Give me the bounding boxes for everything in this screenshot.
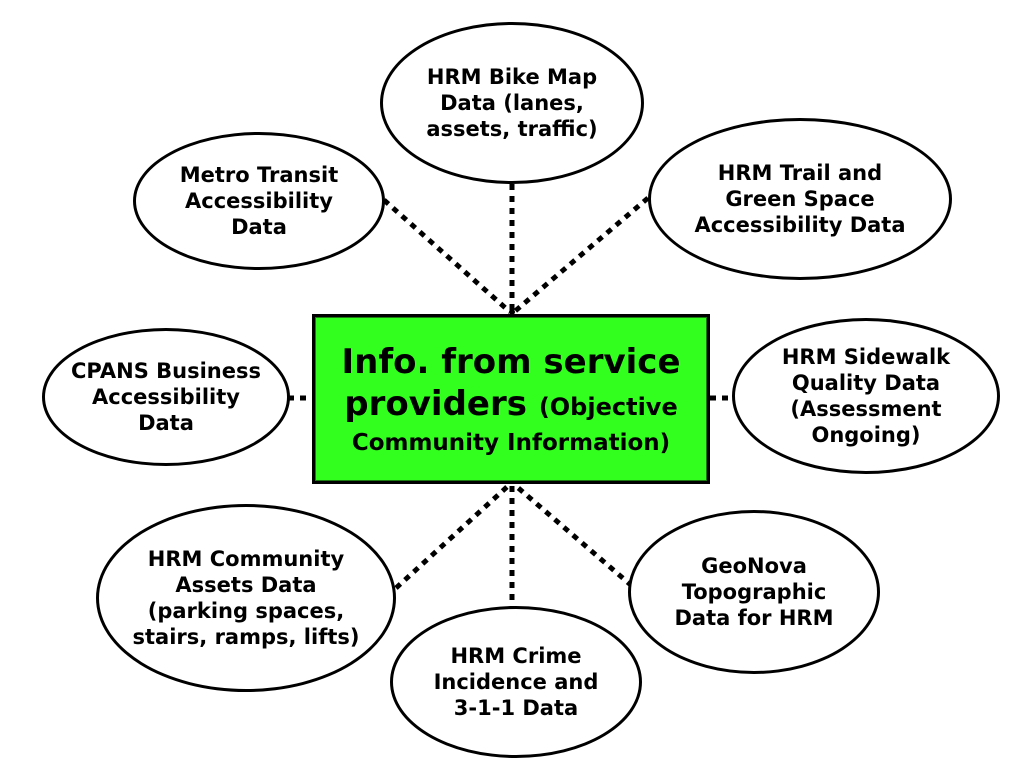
node-geonova-topographic-label: GeoNova Topographic Data for HRM xyxy=(674,554,834,630)
center-title-providers: providers xyxy=(344,383,527,424)
connector-community-assets xyxy=(394,484,510,590)
node-hrm-community-assets: HRM Community Assets Data (parking space… xyxy=(96,504,396,692)
center-box: Info. from service providers (Objective … xyxy=(312,314,710,484)
node-geonova-topographic: GeoNova Topographic Data for HRM xyxy=(628,510,880,674)
node-hrm-bike-map-label: HRM Bike Map Data (lanes, assets, traffi… xyxy=(426,65,598,141)
node-hrm-community-assets-label: HRM Community Assets Data (parking space… xyxy=(132,547,360,649)
node-hrm-crime-label: HRM Crime Incidence and 3-1-1 Data xyxy=(433,644,599,720)
node-cpans-business-label: CPANS Business Accessibility Data xyxy=(71,359,261,435)
node-metro-transit: Metro Transit Accessibility Data xyxy=(133,132,385,270)
center-title-line2: providers (Objective xyxy=(344,383,677,428)
center-subtitle-end: Community Information) xyxy=(351,429,671,456)
center-subtitle-start: (Objective xyxy=(538,392,678,421)
node-hrm-crime: HRM Crime Incidence and 3-1-1 Data xyxy=(390,606,642,758)
connector-metro-transit xyxy=(382,198,512,314)
connector-hub-dot xyxy=(509,309,515,315)
node-hrm-trail-green-space-label: HRM Trail and Green Space Accessibility … xyxy=(694,161,906,237)
node-metro-transit-label: Metro Transit Accessibility Data xyxy=(179,163,339,239)
connector-trail-green xyxy=(512,196,650,314)
node-hrm-bike-map: HRM Bike Map Data (lanes, assets, traffi… xyxy=(380,22,644,184)
node-hrm-trail-green-space: HRM Trail and Green Space Accessibility … xyxy=(648,118,952,280)
connector-geonova xyxy=(514,484,634,588)
node-hrm-sidewalk: HRM Sidewalk Quality Data (Assessment On… xyxy=(732,318,1000,474)
node-cpans-business: CPANS Business Accessibility Data xyxy=(42,328,290,466)
center-title-line1: Info. from service xyxy=(341,341,681,382)
node-hrm-sidewalk-label: HRM Sidewalk Quality Data (Assessment On… xyxy=(781,345,951,447)
